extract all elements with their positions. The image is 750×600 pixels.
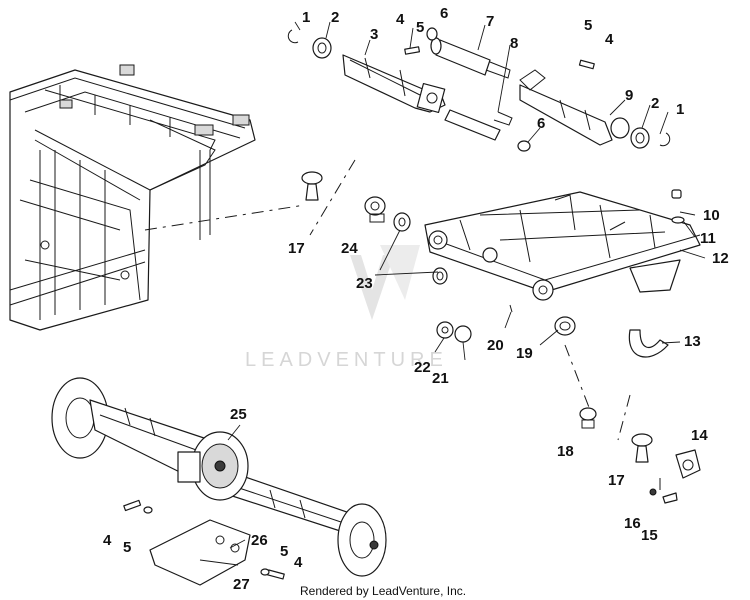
vehicle-frame bbox=[9, 64, 256, 331]
callout-18[interactable]: 18 bbox=[557, 443, 574, 460]
callout-13[interactable]: 13 bbox=[684, 333, 701, 350]
callouts: 1 2 3 4 5 6 7 8 5 4 9 2 1 6 10 11 12 17 … bbox=[103, 5, 729, 593]
callout-4-lower[interactable]: 4 bbox=[103, 532, 112, 549]
callout-7[interactable]: 7 bbox=[486, 13, 494, 30]
callout-23[interactable]: 23 bbox=[356, 275, 373, 292]
watermark-text: LEADVENTURE bbox=[245, 349, 448, 371]
callout-27[interactable]: 27 bbox=[233, 576, 250, 593]
callout-3[interactable]: 3 bbox=[370, 26, 378, 43]
callout-1-right[interactable]: 1 bbox=[676, 101, 684, 118]
swing-arm-housing bbox=[424, 189, 701, 301]
callout-4-bottom[interactable]: 4 bbox=[294, 554, 303, 571]
callout-2-right[interactable]: 2 bbox=[651, 95, 659, 112]
callout-5-right[interactable]: 5 bbox=[584, 17, 592, 34]
callout-1[interactable]: 1 bbox=[302, 9, 310, 26]
footer-credit: Rendered by LeadVenture, Inc. bbox=[300, 584, 466, 598]
bracket-assembly bbox=[123, 499, 285, 586]
callout-8[interactable]: 8 bbox=[510, 35, 518, 52]
callout-19[interactable]: 19 bbox=[516, 345, 533, 362]
callout-4-right[interactable]: 4 bbox=[605, 31, 614, 48]
callout-2[interactable]: 2 bbox=[331, 9, 339, 26]
leader-lines bbox=[144, 21, 706, 566]
callout-6[interactable]: 6 bbox=[440, 5, 448, 22]
callout-15[interactable]: 15 bbox=[641, 527, 658, 544]
callout-22[interactable]: 22 bbox=[414, 359, 431, 376]
watermark: LEADVENTURE bbox=[245, 245, 448, 371]
callout-16[interactable]: 16 bbox=[624, 515, 641, 532]
callout-10[interactable]: 10 bbox=[703, 207, 720, 224]
callout-5[interactable]: 5 bbox=[416, 19, 424, 36]
callout-17-lower[interactable]: 17 bbox=[608, 472, 625, 489]
callout-26[interactable]: 26 bbox=[251, 532, 268, 549]
callout-11[interactable]: 11 bbox=[700, 230, 716, 247]
callout-25[interactable]: 25 bbox=[230, 406, 247, 423]
callout-20[interactable]: 20 bbox=[487, 337, 504, 354]
callout-12[interactable]: 12 bbox=[712, 250, 729, 267]
pivot-tube-assembly bbox=[287, 27, 671, 152]
callout-17[interactable]: 17 bbox=[288, 240, 305, 257]
brake-parts bbox=[579, 407, 701, 504]
callout-21[interactable]: 21 bbox=[432, 370, 449, 387]
callout-4[interactable]: 4 bbox=[396, 11, 405, 28]
callout-6-lower[interactable]: 6 bbox=[537, 115, 545, 132]
callout-5-bottom[interactable]: 5 bbox=[280, 543, 288, 560]
callout-9[interactable]: 9 bbox=[625, 87, 633, 104]
callout-24[interactable]: 24 bbox=[341, 240, 358, 257]
u-bolt bbox=[628, 329, 669, 358]
callout-5-lower[interactable]: 5 bbox=[123, 539, 131, 556]
rear-axle-assembly bbox=[51, 377, 387, 577]
callout-14[interactable]: 14 bbox=[691, 427, 708, 444]
